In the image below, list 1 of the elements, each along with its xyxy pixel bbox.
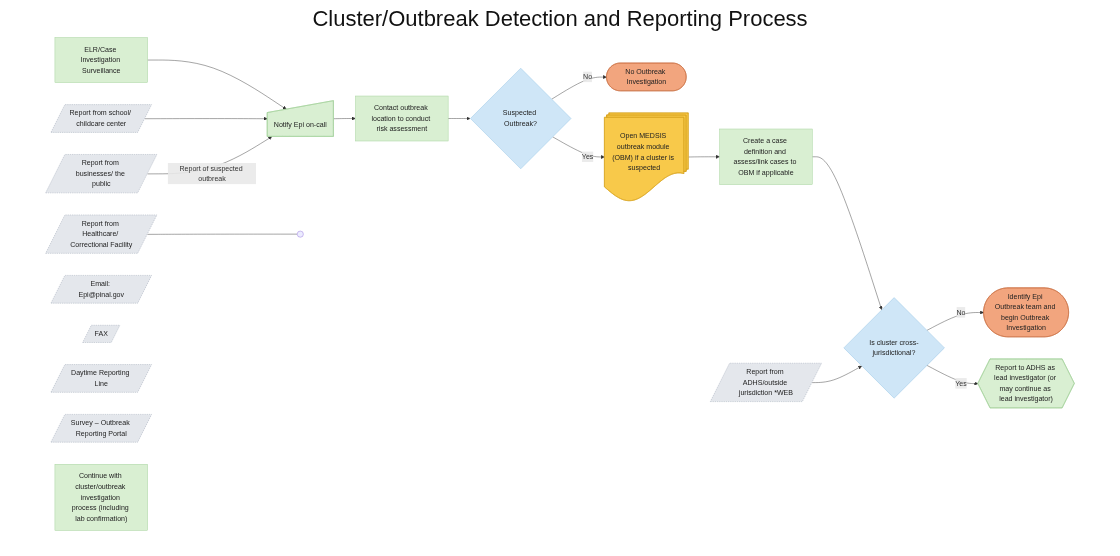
diagram-title: Cluster/Outbreak Detection and Reporting Process — [311, 6, 809, 32]
